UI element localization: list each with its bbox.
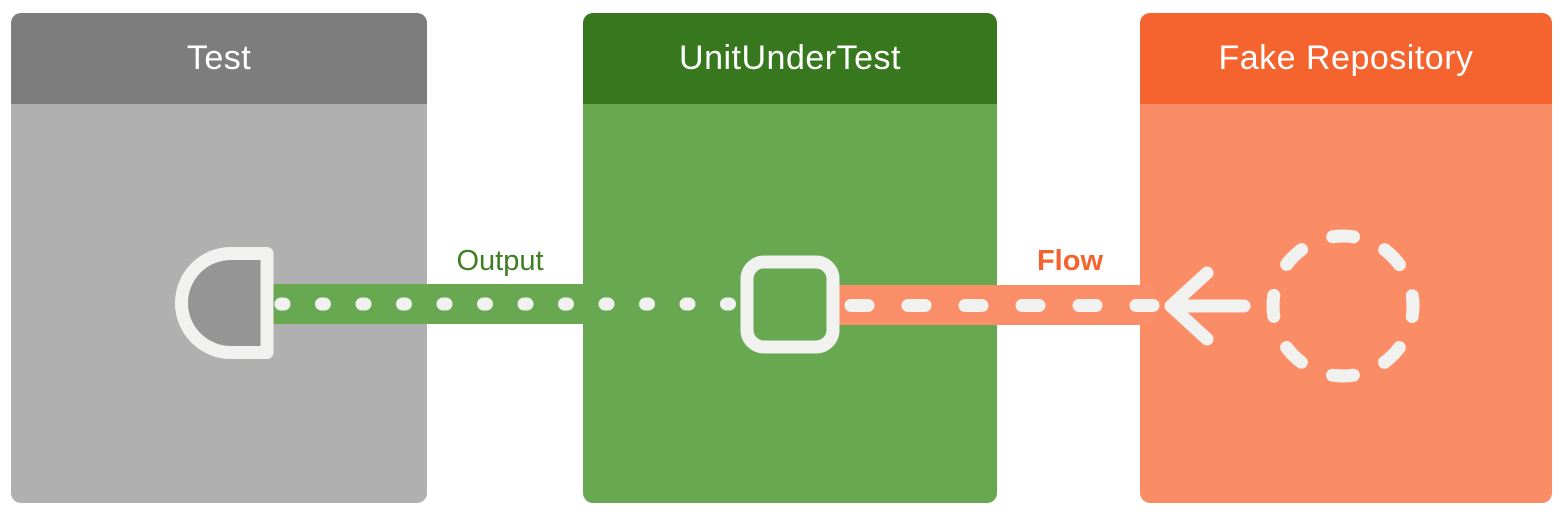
output-label: Output (456, 245, 544, 277)
box-unit-under-test: UnitUnderTest (583, 13, 997, 503)
box-fake-repository-body (1140, 104, 1552, 503)
box-fake-repository: Fake Repository (1140, 13, 1552, 503)
box-test: Test (11, 13, 427, 503)
box-test-title: Test (186, 39, 252, 77)
box-unit-under-test-title: UnitUnderTest (679, 39, 901, 77)
box-unit-under-test-body (583, 104, 997, 503)
box-fake-repository-title: Fake Repository (1218, 39, 1474, 77)
flow-label: Flow (1036, 245, 1104, 277)
box-test-body (11, 104, 427, 503)
box-unit-under-test-header: UnitUnderTest (583, 13, 997, 104)
box-fake-repository-header: Fake Repository (1140, 13, 1552, 104)
box-test-header: Test (11, 13, 427, 104)
